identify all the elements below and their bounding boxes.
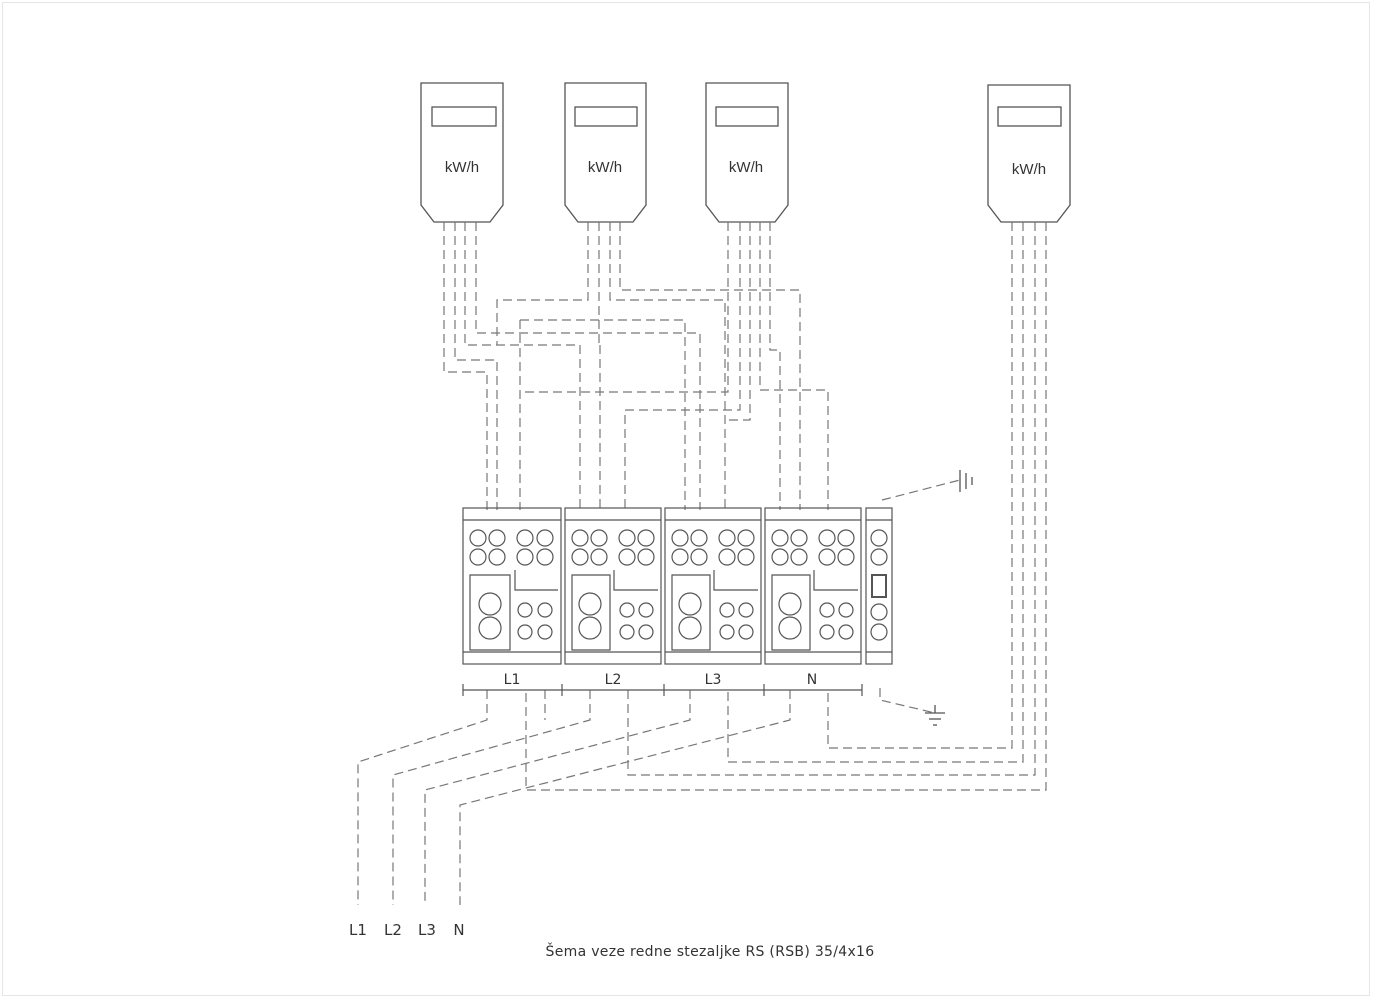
wires: [357, 222, 1047, 905]
feed-label-l3: L3: [418, 921, 436, 939]
meter-1: kW/h: [420, 82, 504, 223]
meter-4-label: kW/h: [1012, 161, 1046, 178]
terminal-label-l1: L1: [504, 672, 521, 688]
diagram-caption: Šema veze redne stezaljke RS (RSB) 35/4x…: [545, 944, 875, 960]
ground-symbol-top: [959, 470, 973, 492]
meter-2-label: kW/h: [588, 159, 622, 176]
ground-symbol-bottom: [925, 705, 945, 726]
terminal-module-earth: [865, 507, 893, 665]
feed-label-l2: L2: [384, 921, 402, 939]
meter-1-label: kW/h: [445, 159, 479, 176]
meter-2: kW/h: [564, 82, 647, 223]
terminal-label-n: N: [807, 672, 817, 688]
meter-3-label: kW/h: [729, 159, 763, 176]
terminal-label-l3: L3: [705, 672, 722, 688]
feed-label-n: N: [453, 921, 464, 939]
terminal-module-l2: [564, 507, 662, 665]
terminal-module-l3: [664, 507, 762, 665]
meter-4: kW/h: [987, 84, 1071, 223]
terminal-block: [462, 507, 893, 696]
meter-3: kW/h: [705, 82, 789, 223]
terminal-module-l1: [462, 507, 562, 665]
terminal-module-n: [764, 507, 862, 665]
feed-label-l1: L1: [349, 921, 367, 939]
terminal-label-l2: L2: [605, 672, 622, 688]
